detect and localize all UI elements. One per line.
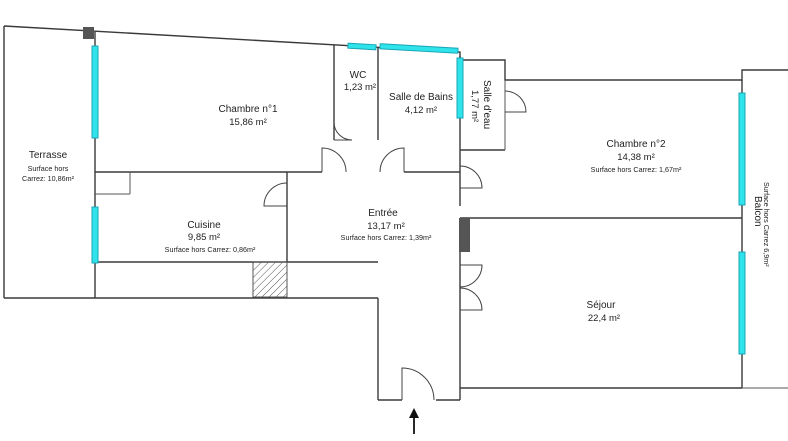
windows [91, 42, 746, 355]
door-cuisine [263, 182, 288, 207]
sdb-name: Salle de Bains [389, 92, 453, 103]
entree-name: Entrée [368, 208, 398, 219]
entree-note: Surface hors Carrez: 1,39m² [341, 233, 432, 242]
door-salle-eau [459, 165, 483, 189]
window-sdb [379, 43, 459, 54]
chimney-shaft [459, 218, 470, 252]
balcon-name: Balcon [752, 196, 763, 227]
sejour-area: 22,4 m² [588, 313, 620, 324]
salle-eau-area: 1,77 m² [469, 90, 480, 122]
door-chambre1 [321, 147, 347, 173]
chambre1-name: Chambre n°1 [218, 104, 277, 115]
chambre2-note: Surface hors Carrez: 1,67m² [591, 165, 682, 174]
chambre2-name: Chambre n°2 [606, 139, 665, 150]
window-salle-eau [456, 57, 464, 119]
cuisine-name: Cuisine [187, 220, 221, 231]
terrasse-note-2: Carrez: 10,86m² [22, 174, 75, 183]
door-sejour-1 [459, 264, 483, 288]
window-sejour [738, 251, 746, 355]
terrasse-name: Terrasse [29, 150, 68, 161]
cuisine-note: Surface hors Carrez: 0,86m² [165, 245, 256, 254]
sejour-name: Séjour [587, 300, 617, 311]
salle-eau-name: Salle d'eau [481, 80, 492, 129]
window-cuisine [91, 206, 99, 264]
door-sejour-2 [459, 287, 483, 311]
doors [263, 90, 527, 401]
balcon-note: Surface hors Carrez 6,9m² [762, 182, 771, 267]
chambre1-area: 15,86 m² [229, 117, 267, 128]
interior-walls [94, 32, 742, 388]
wc-area: 1,23 m² [344, 82, 376, 93]
door-sdb [379, 147, 405, 173]
terrasse-note-1: Surface hors [28, 164, 69, 173]
sdb-area: 4,12 m² [405, 105, 437, 116]
door-wc [333, 121, 353, 141]
entree-area: 13,17 m² [367, 221, 405, 232]
wc-name: WC [350, 70, 367, 81]
door-chambre2 [504, 90, 527, 113]
window-wc [347, 42, 377, 51]
window-chambre2 [738, 92, 746, 206]
window-chambre1 [91, 45, 99, 139]
chambre2-area: 14,38 m² [617, 152, 655, 163]
duct-shaft [83, 27, 94, 39]
up-arrow-icon [409, 408, 419, 434]
cuisine-area: 9,85 m² [188, 232, 220, 243]
entrance-door [401, 367, 435, 401]
hatched-area [252, 261, 288, 298]
